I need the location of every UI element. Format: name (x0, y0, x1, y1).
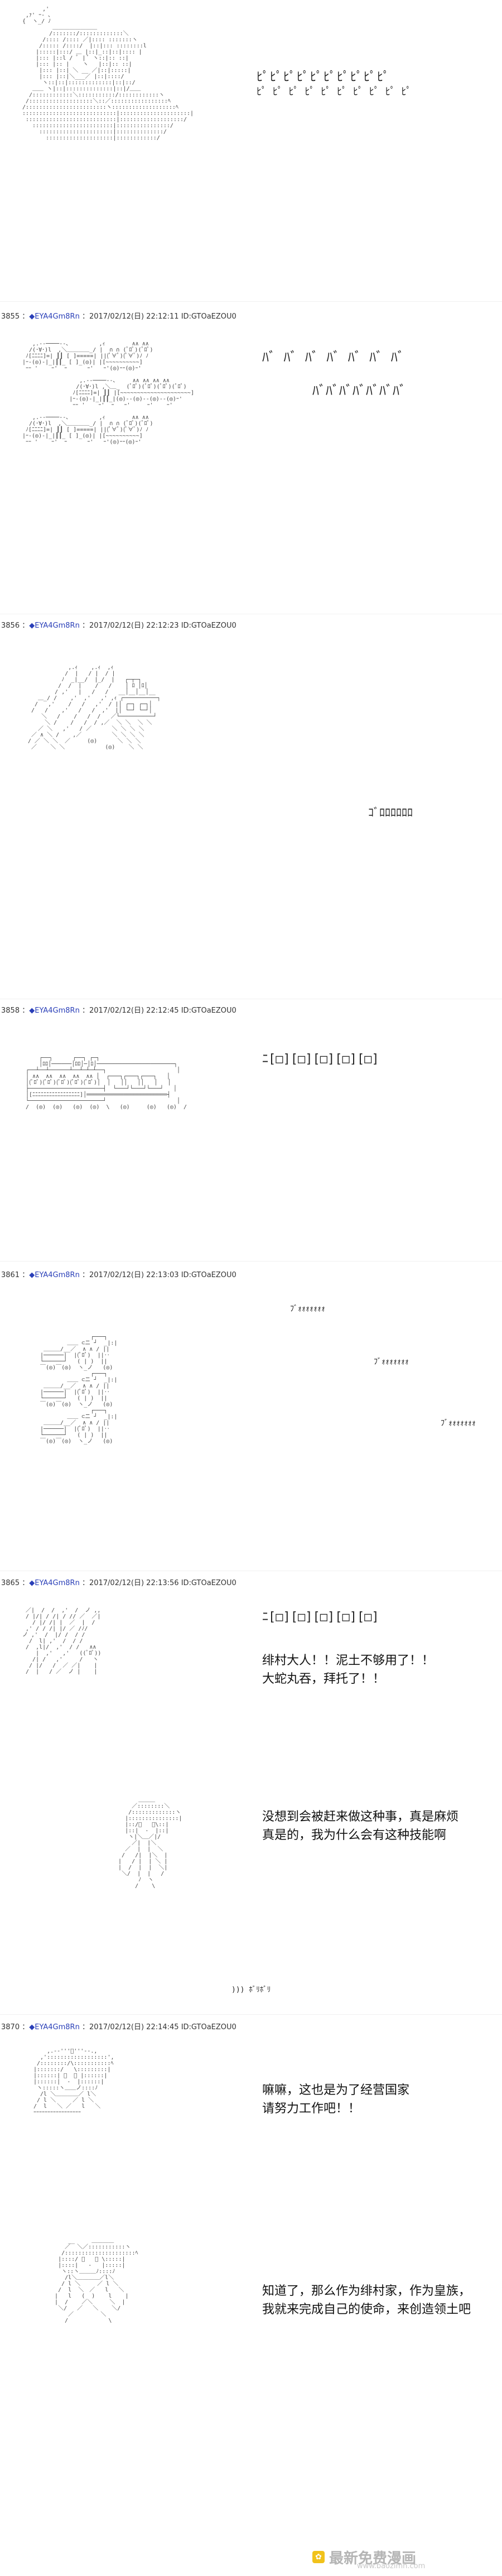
post-date: 2017/02/12(日) 22:12:11 (89, 312, 179, 321)
sfx-drive: ﾊﾞ ﾊﾞ ﾊﾞ ﾊﾞ ﾊﾞ ﾊﾞ ﾊﾞ (262, 349, 404, 365)
post-id: ID:GTOaEZOU0 (181, 1007, 236, 1015)
sfx-drive-2: ﾊﾞﾊﾞﾊﾞﾊﾞﾊﾞﾊﾞﾊﾞ (312, 383, 406, 398)
sfx-boxes: ﾆ[□][□][□][□][□] (262, 1052, 379, 1066)
sfx-mora-1: ﾌﾞｫｫｫｫｫｫｫ (290, 1304, 325, 1313)
watermark-text: 最新免费漫画 (329, 2550, 417, 2567)
post-date: 2017/02/12(日) 22:13:56 (89, 1579, 179, 1587)
post-date: 2017/02/12(日) 22:12:23 (89, 622, 179, 630)
sfx-boxes-2: ﾆ[□][□][□][□][□] (262, 1610, 379, 1624)
post-header: 3861 ：◆EYA4Gm8Rn ：2017/02/12(日) 22:13:03… (1, 1271, 236, 1279)
post-user[interactable]: EYA4Gm8Rn (35, 1579, 80, 1587)
separator (0, 2014, 502, 2015)
separator (0, 301, 502, 302)
post-number: 3855 (1, 312, 20, 321)
post-number: 3865 (1, 1579, 20, 1587)
watermark-url: www.baozimh.com (357, 2562, 426, 2570)
sfx-truck: ｺﾞﾛﾛﾛﾛﾛﾛ (368, 806, 413, 819)
caption-4: 知道了，那么作为绯村家，作为皇族， 我就来完成自己的使命，来创造领土吧 (262, 2284, 471, 2317)
post-number: 3861 (1, 1271, 20, 1279)
caption-1: 绯村大人！！泥土不够用了！！ 大蛇丸吞，拜托了！！ (262, 1654, 435, 1686)
post-header: 3855 ：◆EYA4Gm8Rn ：2017/02/12(日) 22:12:11… (1, 312, 236, 321)
post-header: 3856 ：◆EYA4Gm8Rn ：2017/02/12(日) 22:12:23… (1, 622, 236, 630)
sfx-mora-3: ﾌﾞｫｫｫｫｫｫｫ (441, 1419, 476, 1428)
ascii-art-loading: ┌──┐ ┌──┐ ┌─┐ │ﾛﾛ│──────│ﾛﾛ│─│ﾛ│────────… (26, 1055, 187, 1110)
post-user[interactable]: EYA4Gm8Rn (35, 1007, 80, 1015)
post-user[interactable]: EYA4Gm8Rn (35, 622, 80, 630)
post-date: 2017/02/12(日) 22:13:03 (89, 1271, 179, 1279)
sfx-intro-small: ﾋﾟ ﾋﾟ ﾋﾟ ﾋﾟ ﾋﾟ ﾋﾟ ﾋﾟ ﾋﾟ ﾋﾟ ﾋﾟ (257, 86, 412, 98)
post-number: 3858 (1, 1007, 20, 1015)
post-number: 3856 (1, 622, 20, 630)
watermark: ✿ 最新免费漫画 (312, 2541, 500, 2573)
post-header: 3870 ：◆EYA4Gm8Rn ：2017/02/12(日) 22:14:45… (1, 2023, 236, 2031)
post-id: ID:GTOaEZOU0 (181, 1271, 236, 1279)
diamond-icon: ◆ (29, 1007, 35, 1015)
diamond-icon: ◆ (29, 312, 35, 321)
post-id: ID:GTOaEZOU0 (181, 622, 236, 630)
ascii-art-himura: ,.-‐'''ﾞ'''‐-., ,'::::::::::::::::::', /… (33, 2048, 114, 2116)
sfx-mora-2: ﾌﾞｫｫｫｫｫｫｫ (374, 1357, 409, 1366)
ascii-art-dump-trucks: ┌───┐ ＿＿ ⊂ニ ┘ _|:| ＿＿＿/__／ ∧ ∧ / || |───… (40, 1334, 118, 1445)
ascii-art-truck-crash: ,.ｨ ,.ｨ ,ｨ / | / | / | ﾉ _|__/ |_/ | ┌─┬… (28, 665, 161, 750)
post-user[interactable]: EYA4Gm8Rn (35, 2023, 80, 2031)
post-id: ID:GTOaEZOU0 (181, 1579, 236, 1587)
post-id: ID:GTOaEZOU0 (181, 312, 236, 321)
flower-icon: ✿ (312, 2551, 325, 2563)
post-date: 2017/02/12(日) 22:12:45 (89, 1007, 179, 1015)
caption-3: 嘛嘛，这也是为了经营国家 请努力工作吧！！ (262, 2083, 410, 2116)
ascii-art-orochimaru: ＿＿＿ ／::::::::＼ /:::::::::::::ヽ |::::::::… (118, 1797, 182, 1889)
post-user[interactable]: EYA4Gm8Rn (35, 312, 80, 321)
post-id: ID:GTOaEZOU0 (181, 2023, 236, 2031)
post-user[interactable]: EYA4Gm8Rn (35, 1271, 80, 1279)
post-header: 3858 ：◆EYA4Gm8Rn ：2017/02/12(日) 22:12:45… (1, 1007, 236, 1015)
sfx-sigh: ))) ﾎﾞﾘﾎﾞﾘ (231, 1986, 271, 1994)
caption-2: 没想到会被赶来做这种事，真是麻烦 真是的，我为什么会有这种技能啊 (262, 1810, 459, 1842)
ascii-art-orochimaru-2: __ ＿＿＿＿ ／ ＼／:::::::::::ヽ /::::::::::::::… (55, 2238, 138, 2324)
post-number: 3870 (1, 2023, 20, 2031)
ascii-art-characters: ／| / / ,' / ノ ,, / |/| / /| / // ／ ／| / … (22, 1607, 102, 1675)
diamond-icon: ◆ (29, 622, 35, 630)
sfx-intro: ﾋﾟﾋﾟﾋﾟﾋﾟﾋﾟﾋﾟﾋﾟﾋﾟﾋﾟﾋﾟ (257, 70, 391, 84)
ascii-art-cars: ,.--────‐-､ ,ｨ ∧∧ ∧∧ /(･∀･)l ,＼＿＿＿＿_/ | … (22, 341, 194, 445)
ascii-art-intro: ,' ,ｧ' ｰ- ､ { ヽ_/ ﾉ ＿＿＿＿＿＿＿＿ /:::::::/::… (22, 6, 194, 141)
diamond-icon: ◆ (29, 1579, 35, 1587)
diamond-icon: ◆ (29, 1271, 35, 1279)
post-date: 2017/02/12(日) 22:14:45 (89, 2023, 179, 2031)
diamond-icon: ◆ (29, 2023, 35, 2031)
post-header: 3865 ：◆EYA4Gm8Rn ：2017/02/12(日) 22:13:56… (1, 1579, 236, 1587)
